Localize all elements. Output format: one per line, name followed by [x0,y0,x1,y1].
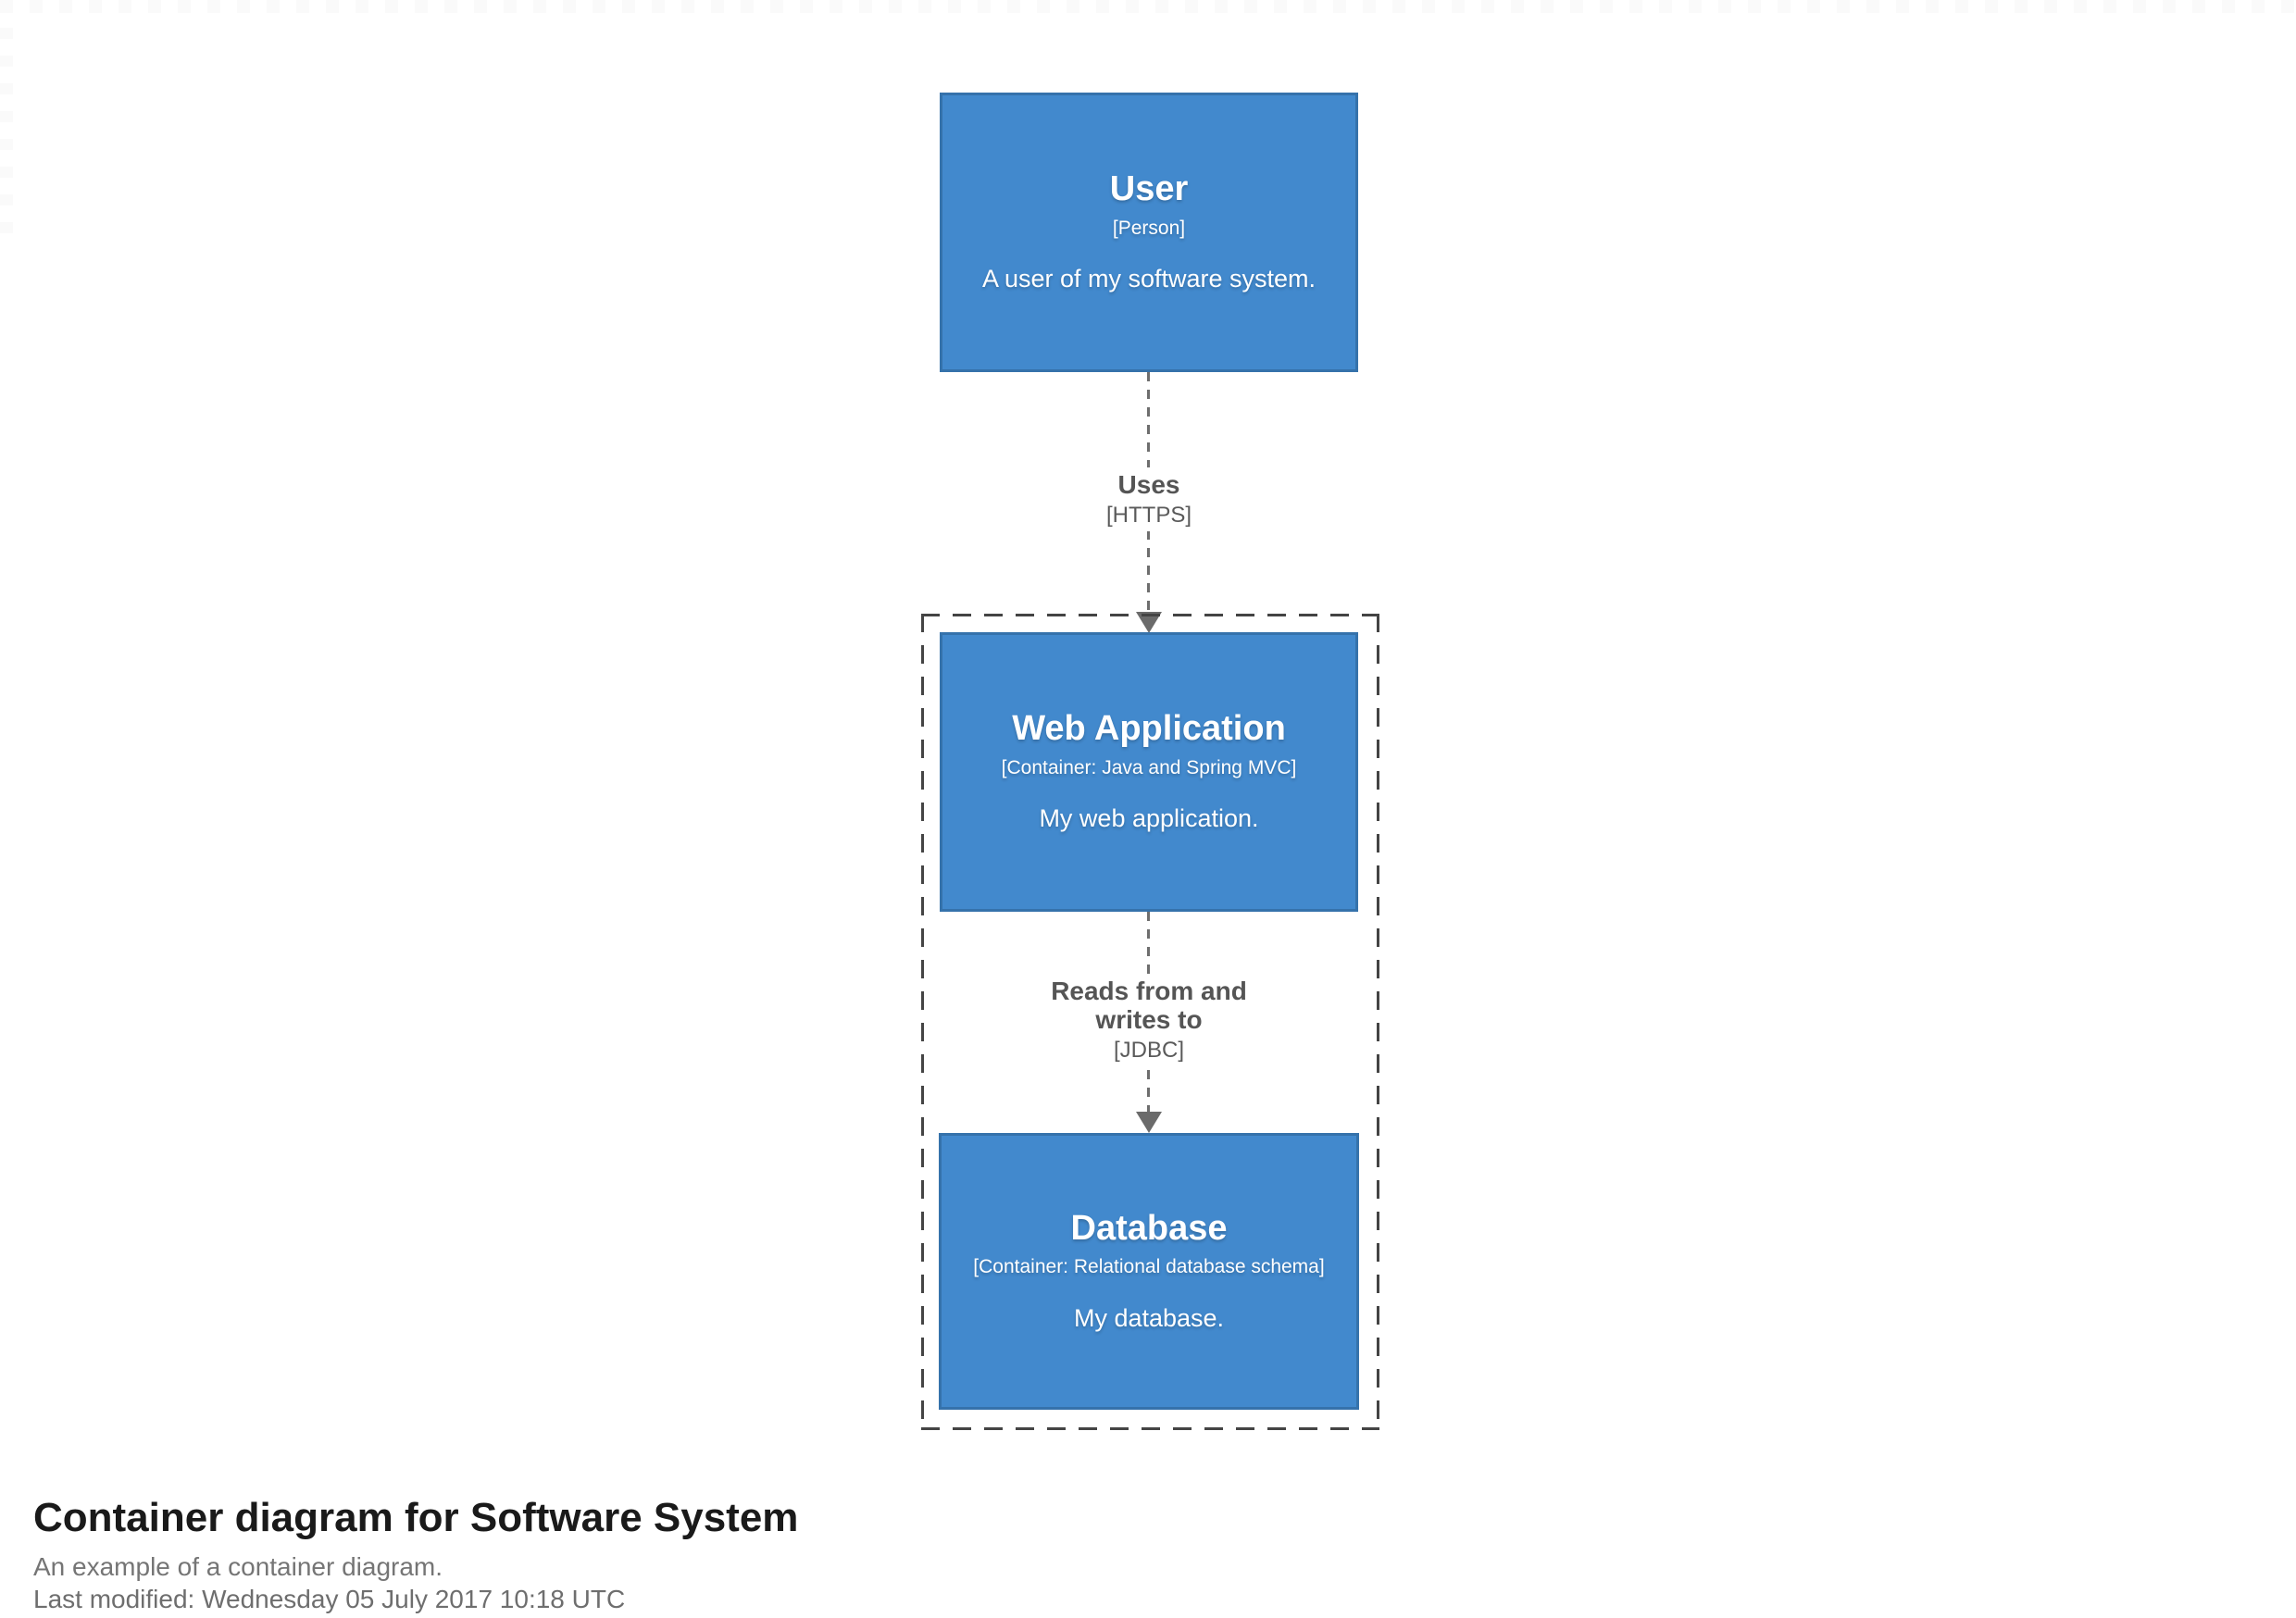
element-user-description: A user of my software system. [981,265,1316,293]
relationship-webapp-database-arrowhead-icon [1136,1112,1162,1133]
diagram-last-modified: Last modified: Wednesday 05 July 2017 10… [33,1584,626,1613]
relationship-user-webapp-label-text: Uses [1117,470,1180,499]
relationship-user-webapp-arrowhead-icon [1136,612,1162,633]
boundary-left-edge [921,614,924,1430]
relationship-webapp-database-label-line1: Reads from and [1051,977,1247,1005]
boundary-right-edge [1377,614,1379,1430]
relationship-webapp-database-label-line2: writes to [1095,1004,1203,1034]
software-system-boundary [921,614,1379,1430]
element-web-application-type: [Container: Java and Spring MVC] [1001,756,1297,778]
element-database-description: My database. [1073,1303,1225,1332]
element-user[interactable]: User [Person] A user of my software syst… [940,93,1358,372]
relationship-webapp-database-label[interactable]: Reads from and writes to [JDBC] [1042,974,1256,1066]
relationship-webapp-database-technology: [JDBC] [1113,1037,1185,1063]
element-user-type: [Person] [1112,217,1186,239]
diagram-metadata: Container diagram for Software System An… [33,1495,799,1615]
relationship-user-webapp-technology: [HTTPS] [1105,502,1192,528]
boundary-bottom-edge [921,1427,1379,1430]
diagram-title: Container diagram for Software System [33,1495,799,1540]
faint-left-dashed-line [0,0,13,241]
diagram-description: An example of a container diagram. [33,1552,443,1582]
boundary-top-edge [921,614,1379,616]
element-database[interactable]: Database [Container: Relational database… [939,1133,1359,1410]
element-web-application-name: Web Application [1012,709,1286,749]
element-web-application[interactable]: Web Application [Container: Java and Spr… [940,632,1358,912]
element-database-name: Database [1070,1208,1228,1248]
element-web-application-description: My web application. [1039,804,1259,833]
faint-top-dashed-line [0,0,2296,13]
element-user-name: User [1109,169,1189,209]
relationship-user-webapp-label[interactable]: Uses [HTTPS] [1096,467,1202,532]
element-database-type: [Container: Relational database schema] [973,1256,1325,1278]
